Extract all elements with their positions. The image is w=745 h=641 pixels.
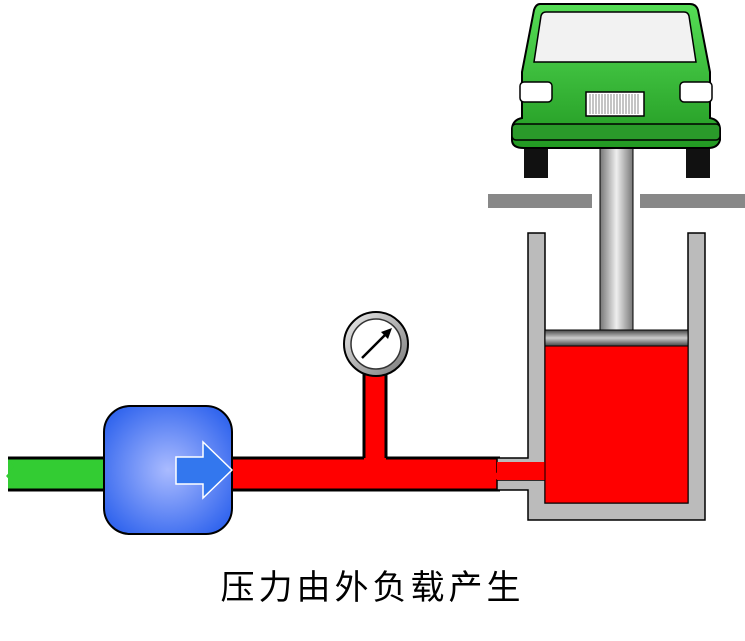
car-icon xyxy=(511,3,721,178)
pump xyxy=(103,405,234,535)
supply-line xyxy=(0,456,108,492)
diagram-caption: 压力由外负载产生 xyxy=(220,568,525,608)
piston xyxy=(544,329,689,347)
platform xyxy=(488,194,745,208)
pressure-line xyxy=(228,370,500,492)
pressure-gauge-icon xyxy=(343,311,409,377)
piston-rod xyxy=(599,139,634,331)
car-grille xyxy=(585,91,645,117)
hydraulic-cylinder xyxy=(496,139,706,521)
flow-arrow-icon xyxy=(175,440,234,500)
